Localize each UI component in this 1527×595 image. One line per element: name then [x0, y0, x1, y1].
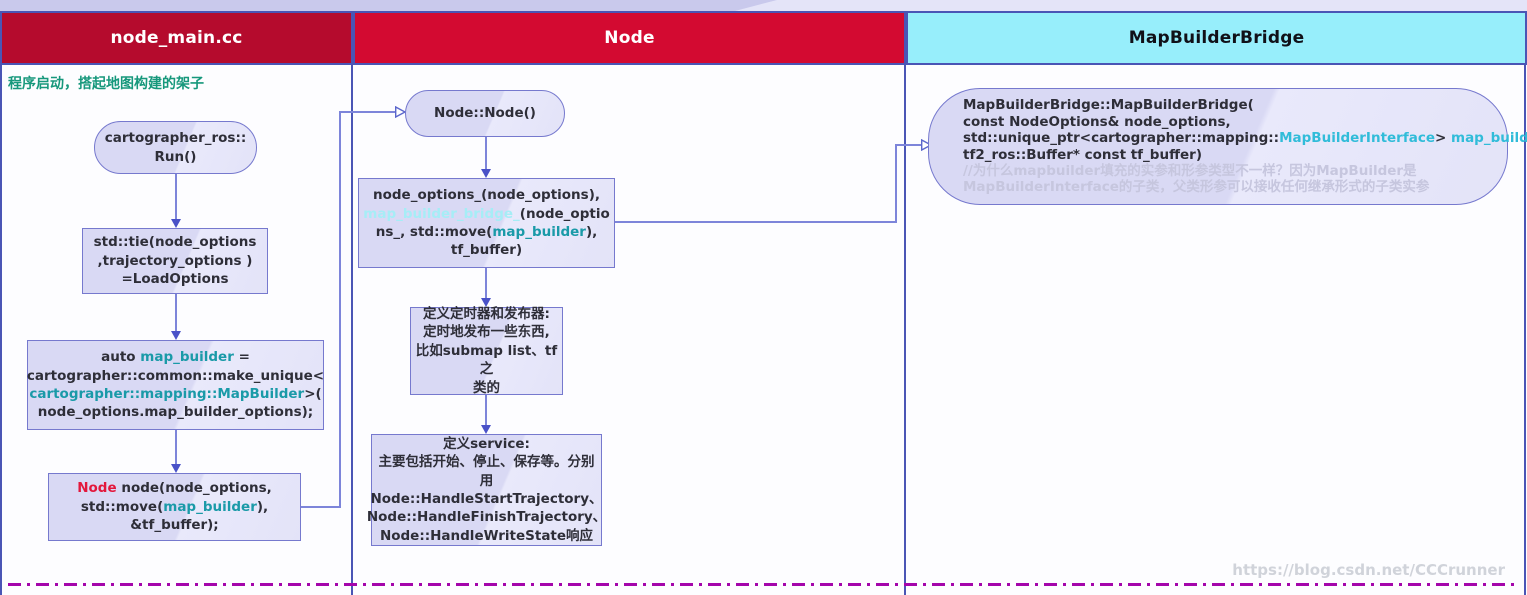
service-line2: 主要包括开始、停止、保存等。分别 [378, 454, 595, 471]
service-line1: 定义service: [443, 435, 530, 452]
tie-line2: ,trajectory_options ) [97, 252, 253, 269]
code-text: auto [101, 349, 141, 366]
code-text: > [1434, 130, 1451, 147]
arrow-head-down-icon [170, 331, 181, 340]
init-line2: map_builder_bridge_(node_optio [363, 205, 609, 223]
node-node-ellipse: Node::Node() [405, 90, 565, 137]
run-ellipse: cartographer_ros:: Run() [94, 121, 257, 174]
arrow-head-down-icon [480, 298, 491, 307]
connector-init-to-bridge-h2 [895, 144, 922, 146]
code-text: = [233, 349, 250, 366]
map-builder-line4: node_options.map_builder_options); [37, 404, 314, 421]
bridge-line1: MapBuilderBridge::MapBuilderBridge( [963, 97, 1254, 114]
timer-line3: 比如submap list、tf之 [415, 342, 558, 378]
code-text: node(node_options, [116, 480, 272, 497]
run-ellipse-line2: Run() [154, 148, 197, 165]
connector-node-to-nodenode-h2 [339, 111, 396, 113]
code-text: ), [256, 498, 269, 515]
init-list-box: node_options_(node_options), map_builder… [358, 178, 615, 268]
code-var-map-builder: map_builder [163, 498, 257, 515]
service-line5: Node::HandleWriteState响应 [379, 527, 594, 544]
open-arrow-right-icon [395, 106, 406, 118]
code-text: std::move( [80, 498, 164, 515]
code-var-map-builder-bridge: map_builder_bridge_ [363, 205, 520, 222]
timer-line1: 定义定时器和发布器: [423, 306, 550, 323]
bridge-line2: const NodeOptions& node_options, [963, 113, 1231, 130]
timer-line2: 定时地发布一些东西, [423, 324, 550, 341]
tie-line1: std::tie(node_options [93, 234, 257, 251]
tie-box: std::tie(node_options ,trajectory_option… [82, 228, 268, 294]
service-line3: 用Node::HandleStartTrajectory、 [370, 472, 603, 507]
dash-dot-divider [8, 583, 1519, 586]
code-text: ns_, std::move( [375, 224, 493, 240]
timer-publisher-box: 定义定时器和发布器: 定时地发布一些东西, 比如submap list、tf之 … [410, 306, 563, 396]
column-header-label: node_main.cc [110, 28, 243, 48]
arrow-head-down-icon [480, 169, 491, 178]
connector-node-to-nodenode-v [339, 111, 341, 508]
connector-node-to-nodenode-h1 [301, 506, 341, 508]
map-builder-box: auto map_builder = cartographer::common:… [27, 340, 324, 430]
map-builder-line1: auto map_builder = [101, 348, 250, 366]
bridge-line3: std::unique_ptr<cartographer::mapping::M… [963, 130, 1527, 146]
node-node-label: Node::Node() [434, 105, 536, 122]
top-lavender-strip [0, 0, 1527, 11]
init-line3: ns_, std::move(map_builder), [376, 223, 598, 241]
code-text: (node_optio [519, 205, 610, 222]
map-builder-line3: cartographer::mapping::MapBuilder>( [29, 385, 321, 403]
code-text: std::unique_ptr<cartographer::mapping:: [963, 130, 1280, 147]
bridge-constructor-box: MapBuilderBridge::MapBuilderBridge( cons… [928, 88, 1527, 205]
column-header-mapbuilderbridge: MapBuilderBridge [906, 11, 1527, 65]
arrow-line [175, 174, 177, 220]
node-call-line2: std::move(map_builder), [81, 498, 268, 516]
arrow-head-down-icon [170, 219, 181, 228]
node-call-line3: &tf_buffer); [130, 517, 219, 534]
arrow-line [485, 137, 487, 170]
column-header-label: Node [604, 28, 655, 48]
connector-init-to-bridge-v [895, 144, 897, 223]
code-var-map-builder: map_builder [492, 224, 586, 240]
column-divider-1 [351, 11, 353, 595]
csdn-watermark: https://blog.csdn.net/CCCrunner [1232, 561, 1505, 579]
service-box: 定义service: 主要包括开始、停止、保存等。分别 用Node::Handl… [367, 434, 606, 546]
timer-line4: 类的 [473, 379, 500, 396]
bridge-line4: tf2_ros::Buffer* const tf_buffer) [963, 146, 1202, 163]
code-var-map-builder: map_builder [140, 349, 234, 366]
arrow-line [175, 430, 177, 466]
code-text: >( [304, 386, 322, 402]
map-builder-line2: cartographer::common::make_unique< [26, 367, 325, 384]
arrow-line [175, 294, 177, 332]
startup-note: 程序启动，搭起地图构建的架子 [8, 76, 204, 92]
column-header-label: MapBuilderBridge [1128, 28, 1305, 48]
code-var-map-builder: map_builder [1451, 130, 1527, 147]
column-header-node-main: node_main.cc [0, 11, 353, 65]
init-line1: node_options_(node_options), [372, 187, 600, 204]
connector-init-to-bridge-h1 [615, 221, 897, 223]
open-arrow-right-icon [921, 139, 932, 151]
tie-line3: =LoadOptions [121, 271, 229, 288]
node-call-line1: Node node(node_options, [77, 479, 272, 497]
code-type-mapbuilder: cartographer::mapping::MapBuilder [29, 386, 305, 402]
column-divider-2 [904, 11, 906, 595]
column-header-node: Node [353, 11, 906, 65]
bridge-comment1: //为什么mapbuilder填充的实参和形参类型不一样？因为MapBuilde… [963, 162, 1417, 179]
table-right-border [1524, 11, 1526, 595]
arrow-head-down-icon [170, 464, 181, 473]
code-type-mapbuilderinterface: MapBuilderInterface [1279, 130, 1435, 147]
arrow-line [485, 268, 487, 299]
node-constructor-call-box: Node node(node_options, std::move(map_bu… [48, 473, 301, 541]
table-left-border [0, 11, 2, 595]
arrow-line [485, 395, 487, 426]
code-type-node: Node [77, 480, 117, 497]
run-ellipse-line1: cartographer_ros:: [104, 130, 247, 147]
arrow-head-down-icon [480, 425, 491, 434]
top-strip-highlight [735, 0, 1527, 11]
bridge-comment2: MapBuilderInterface的子类，父类形参可以接收任何继承形式的子类… [963, 179, 1430, 196]
code-text: ), [585, 224, 598, 240]
service-line4: Node::HandleFinishTrajectory、 [366, 509, 607, 526]
init-line4: tf_buffer) [450, 242, 523, 259]
